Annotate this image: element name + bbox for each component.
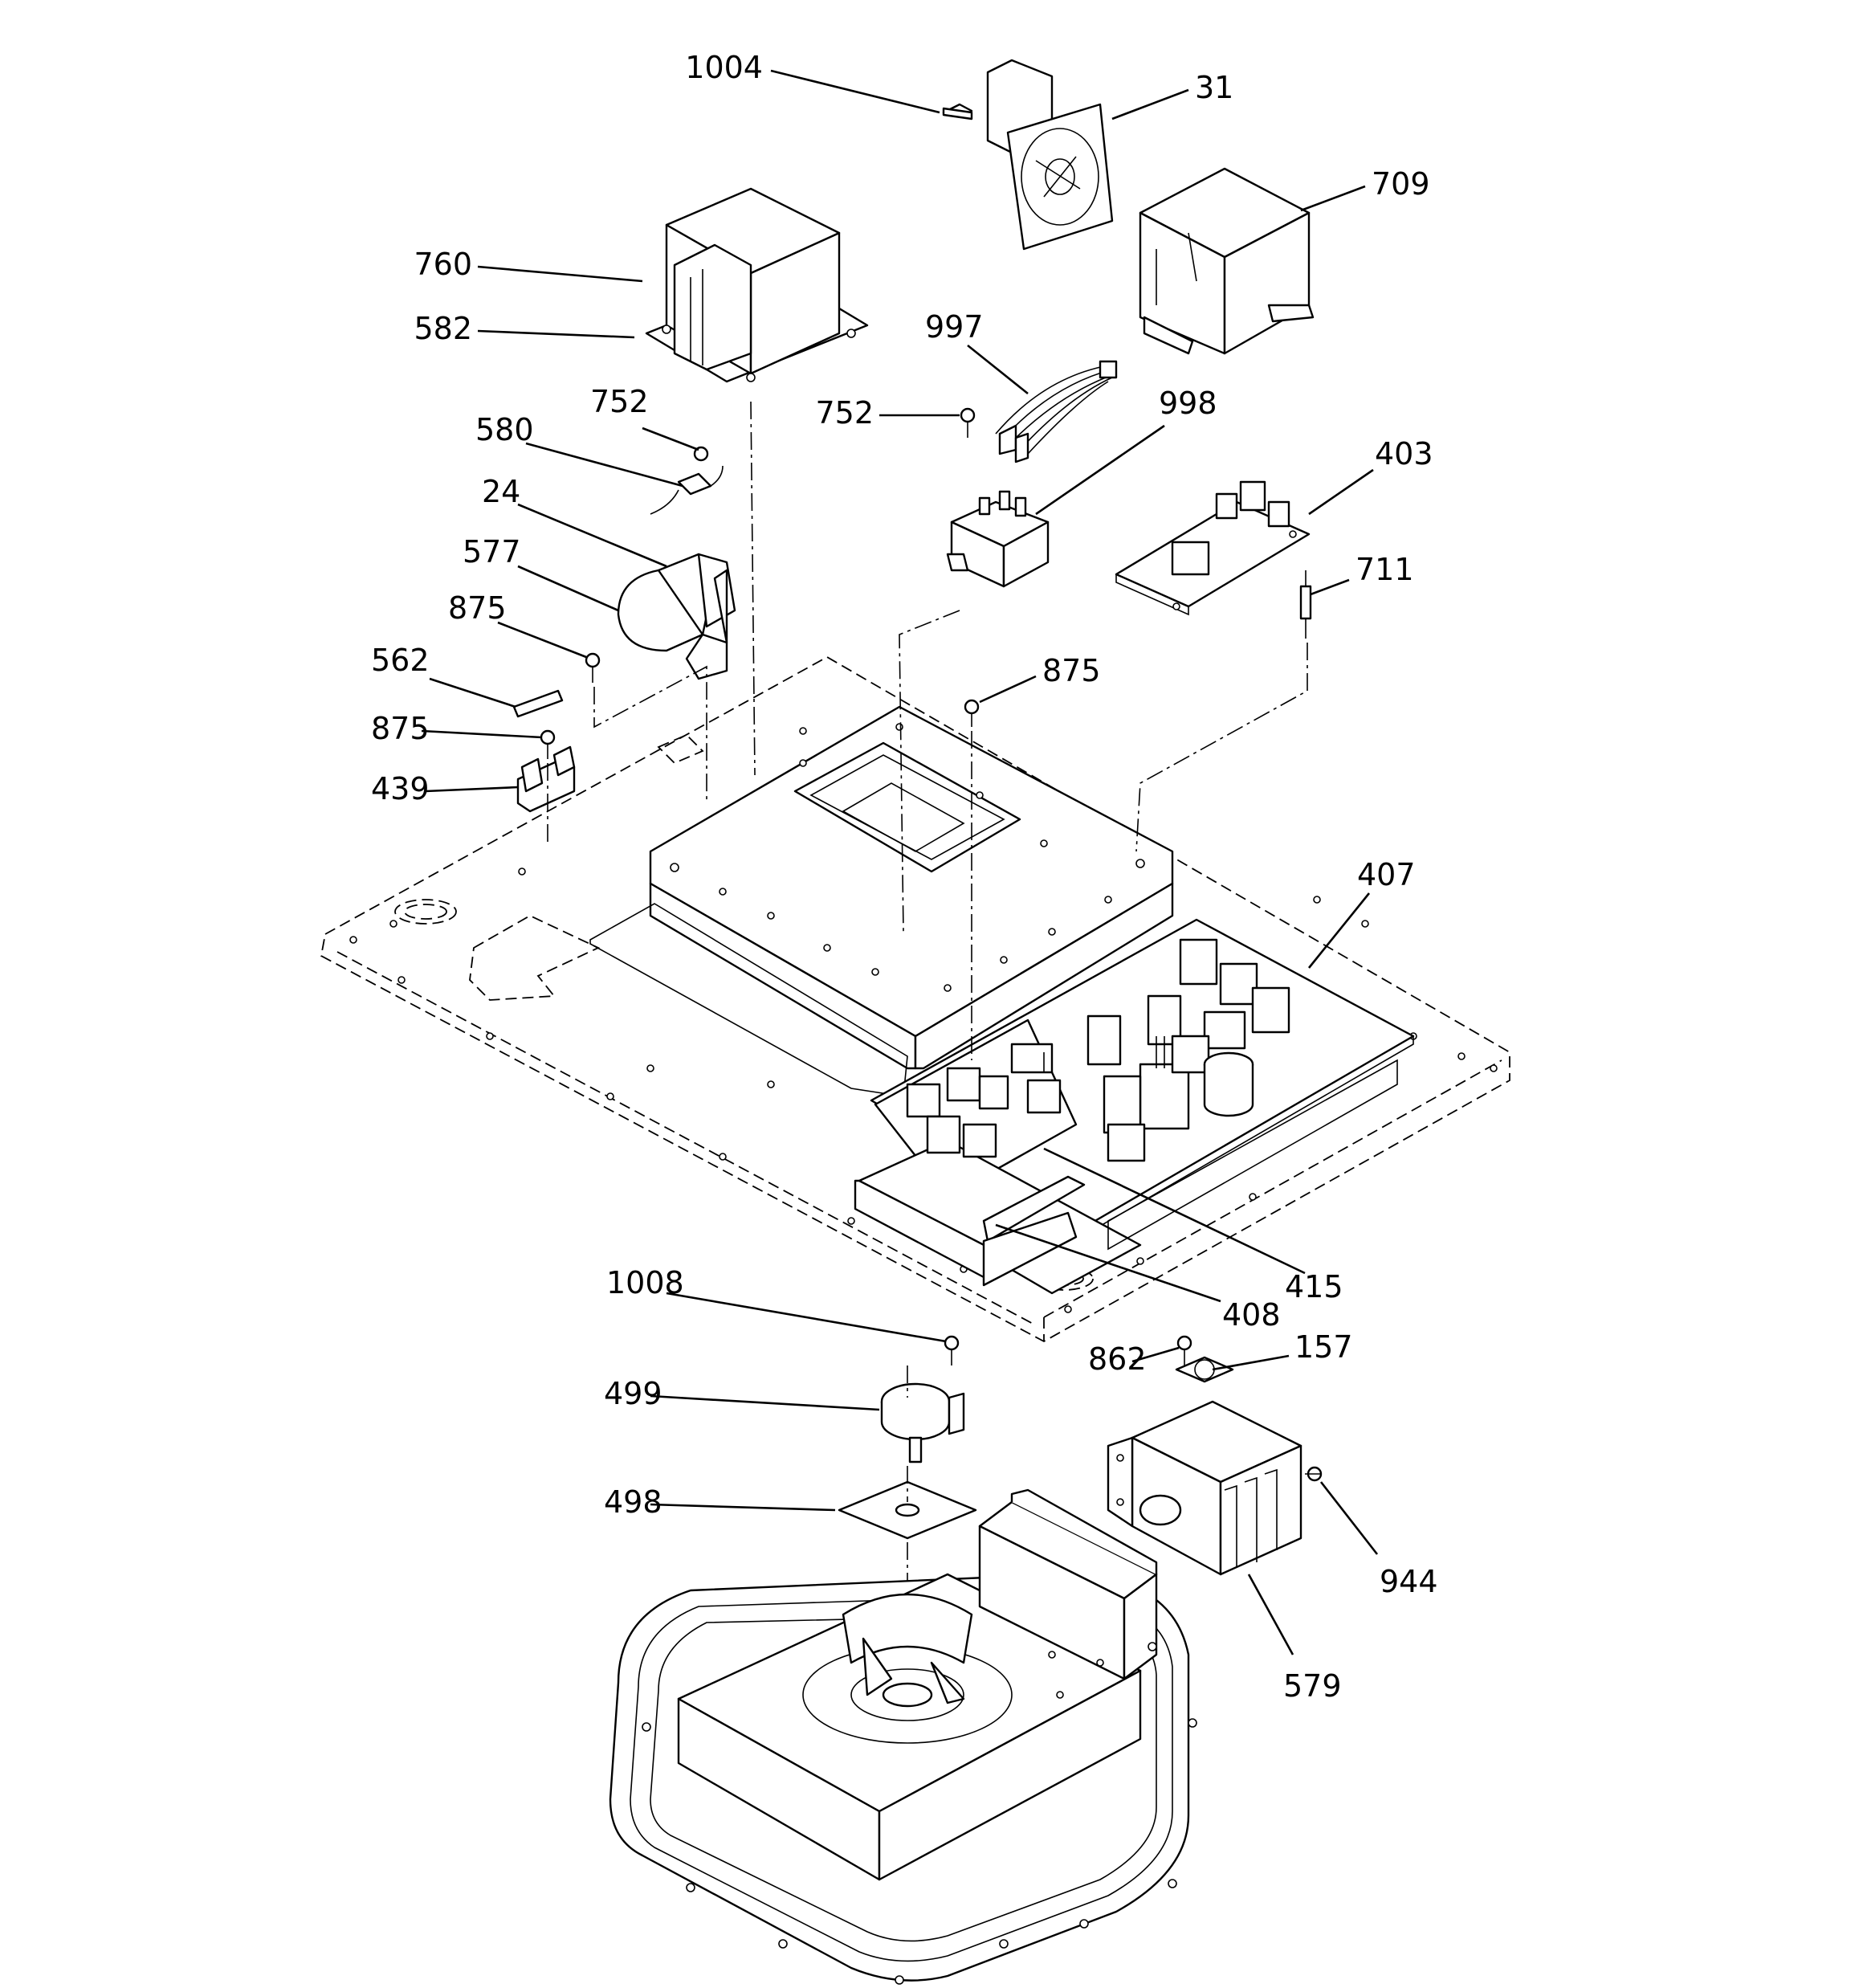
callout-498: 498 (604, 1484, 662, 1520)
cavity-top-box (589, 705, 1174, 1097)
callout-403: 403 (1375, 436, 1433, 471)
screws (540, 107, 1323, 1482)
cooling-fan (942, 59, 1114, 251)
callout-582: 582 (414, 311, 472, 346)
callout-562: 562 (371, 643, 430, 678)
callout-760: 760 (414, 247, 472, 282)
callout-998: 998 (1159, 386, 1217, 421)
callout-415: 415 (1285, 1269, 1343, 1304)
fan-cover (1139, 167, 1315, 355)
callout-711: 711 (1355, 552, 1414, 587)
callout-580: 580 (475, 412, 534, 447)
thermal-cutout (1175, 1356, 1234, 1383)
control-board-assembly (854, 918, 1415, 1295)
thermal-fuse (512, 689, 564, 718)
callout-752-center: 752 (815, 395, 874, 431)
fan-motor (617, 553, 736, 680)
transformer (645, 187, 869, 383)
relay (946, 490, 1050, 588)
callout-407: 407 (1357, 857, 1416, 892)
callout-labels: 1004 31 709 760 582 997 752 752 998 580 … (371, 50, 1438, 1704)
stirrer-motor (880, 1382, 965, 1463)
callout-997: 997 (925, 309, 984, 345)
callout-752-left: 752 (590, 384, 649, 419)
callout-577: 577 (463, 534, 521, 569)
callout-875-left: 875 (448, 590, 507, 626)
callout-24: 24 (482, 474, 520, 509)
diode-and-capacitor-parts (650, 446, 724, 515)
callout-1008: 1008 (606, 1265, 684, 1300)
callout-579: 579 (1283, 1668, 1342, 1704)
fuse-holder (516, 745, 576, 813)
callout-408: 408 (1222, 1297, 1281, 1333)
callout-862: 862 (1088, 1341, 1147, 1377)
callout-157: 157 (1294, 1329, 1353, 1365)
gasket (838, 1480, 977, 1540)
spacer (1299, 570, 1312, 639)
wire-harness (995, 360, 1118, 463)
callout-875-lower: 875 (371, 711, 430, 746)
display-board (1115, 480, 1311, 616)
callout-499: 499 (604, 1376, 662, 1411)
callout-1004-upper: 1004 (685, 50, 763, 85)
callout-875-center: 875 (1042, 653, 1101, 688)
callout-31: 31 (1195, 70, 1233, 105)
callout-944: 944 (1380, 1564, 1438, 1599)
callout-439: 439 (371, 771, 430, 806)
callout-709: 709 (1372, 166, 1430, 202)
cavity-bottom (609, 1488, 1197, 1985)
magnetron (1107, 1400, 1302, 1576)
leader-lines (421, 69, 1379, 1655)
